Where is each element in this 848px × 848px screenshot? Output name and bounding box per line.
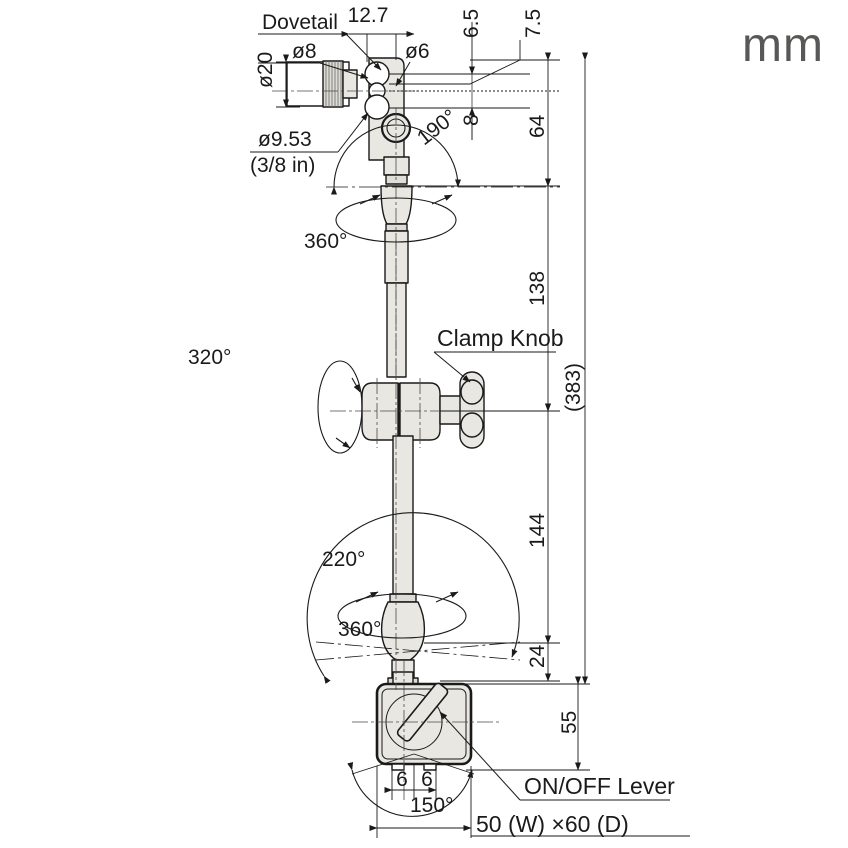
- label-dim-base: 50 (W) ×60 (D): [476, 811, 629, 837]
- arc-360-top-b: [335, 197, 457, 221]
- label-angle-220: 220°: [322, 548, 365, 571]
- label-dim-6-left: 6: [396, 768, 408, 791]
- label-dim-12p7: 12.7: [348, 4, 389, 27]
- onoff-lever-icon[interactable]: [396, 682, 449, 743]
- base-block-inner: [381, 688, 467, 760]
- swivel-bulb-top: [380, 185, 413, 225]
- leader-dia6: [395, 61, 411, 87]
- arc-360-top: [335, 219, 457, 243]
- arrow-360-top-right: [431, 194, 453, 205]
- joint-left-block: [361, 382, 399, 441]
- arrow-320-bot: [335, 437, 351, 449]
- label-angle-190: 190°: [413, 105, 461, 150]
- label-clamp-knob: Clamp Knob: [437, 325, 564, 351]
- leader-7p5-line: [389, 59, 521, 85]
- leader-dovetail: [345, 33, 382, 71]
- label-dia20: ø20: [254, 52, 277, 88]
- lower-post: [389, 435, 417, 603]
- callout-leaders: [250, 33, 670, 801]
- post-upper-shaft: [386, 282, 407, 378]
- post-upper-thick: [384, 230, 409, 284]
- label-angle-360-bot: 360°: [338, 618, 381, 641]
- arc-150: [347, 761, 474, 817]
- label-angle-360-top: 360°: [304, 230, 347, 253]
- label-dia8: ø8: [292, 40, 317, 63]
- label-angle-150: 150°: [410, 794, 453, 817]
- drawing-text: Dovetail ø8 ø6 ø20 ø9.53 (3/8 in) 12.7 6…: [188, 4, 675, 837]
- arc-150-ray-l: [351, 753, 415, 775]
- label-dim-144: 144: [526, 513, 549, 548]
- upper-post: [384, 230, 409, 378]
- hinge-stub: [383, 156, 410, 176]
- label-dia9p53: ø9.53: [258, 128, 312, 151]
- label-dim-55: 55: [558, 711, 581, 734]
- arrow-360-bot-right: [435, 591, 459, 603]
- pivot-circle-bottom: [364, 94, 390, 120]
- label-dim-383: (383): [562, 363, 585, 412]
- leader-dia9p53: [337, 112, 369, 153]
- arc-360-bot-b: [337, 593, 467, 617]
- knob-shank: [439, 395, 463, 425]
- arrow-360-top-left: [359, 194, 381, 205]
- label-angle-320: 320°: [188, 346, 231, 369]
- magnetic-base: [375, 671, 473, 771]
- arc-360-bot: [337, 615, 467, 639]
- label-dia6: ø6: [405, 40, 430, 63]
- post-lower-collar: [389, 593, 417, 603]
- clamp-knob-joint: [361, 371, 485, 449]
- unit-label: mm: [742, 19, 824, 72]
- arc-320: [317, 360, 363, 454]
- label-dim-6-right: 6: [421, 768, 433, 791]
- swivel-collar-top: [385, 223, 408, 232]
- label-dim-7p5: 7.5: [522, 9, 545, 38]
- arc-150-ray-r: [413, 753, 475, 775]
- arc-220: [306, 512, 520, 684]
- hinge-collar: [385, 174, 408, 185]
- label-dim-6p5: 6.5: [460, 9, 483, 38]
- label-dim-64: 64: [526, 114, 549, 138]
- arrow-360-bot-left: [355, 591, 379, 603]
- label-dim-138: 138: [526, 271, 549, 306]
- arrow-320-top: [351, 377, 361, 393]
- label-dia9p53-inch: (3/8 in): [250, 154, 315, 177]
- label-dovetail: Dovetail: [262, 11, 338, 34]
- label-onoff-lever: ON/OFF Lever: [524, 773, 675, 799]
- knob-lobe-lower: [460, 412, 484, 438]
- angle-arcs: [306, 124, 560, 817]
- arc-220-chord-r: [315, 641, 521, 661]
- upper-swivel-joint: [380, 185, 413, 232]
- label-dim-8: 8: [460, 114, 483, 126]
- label-dim-24: 24: [526, 644, 549, 668]
- leader-clampknob: [433, 351, 471, 383]
- leader-onoff: [439, 711, 521, 801]
- leader-dia8: [319, 62, 369, 79]
- knob-lobe-upper: [460, 379, 484, 405]
- arc-190: [330, 124, 461, 195]
